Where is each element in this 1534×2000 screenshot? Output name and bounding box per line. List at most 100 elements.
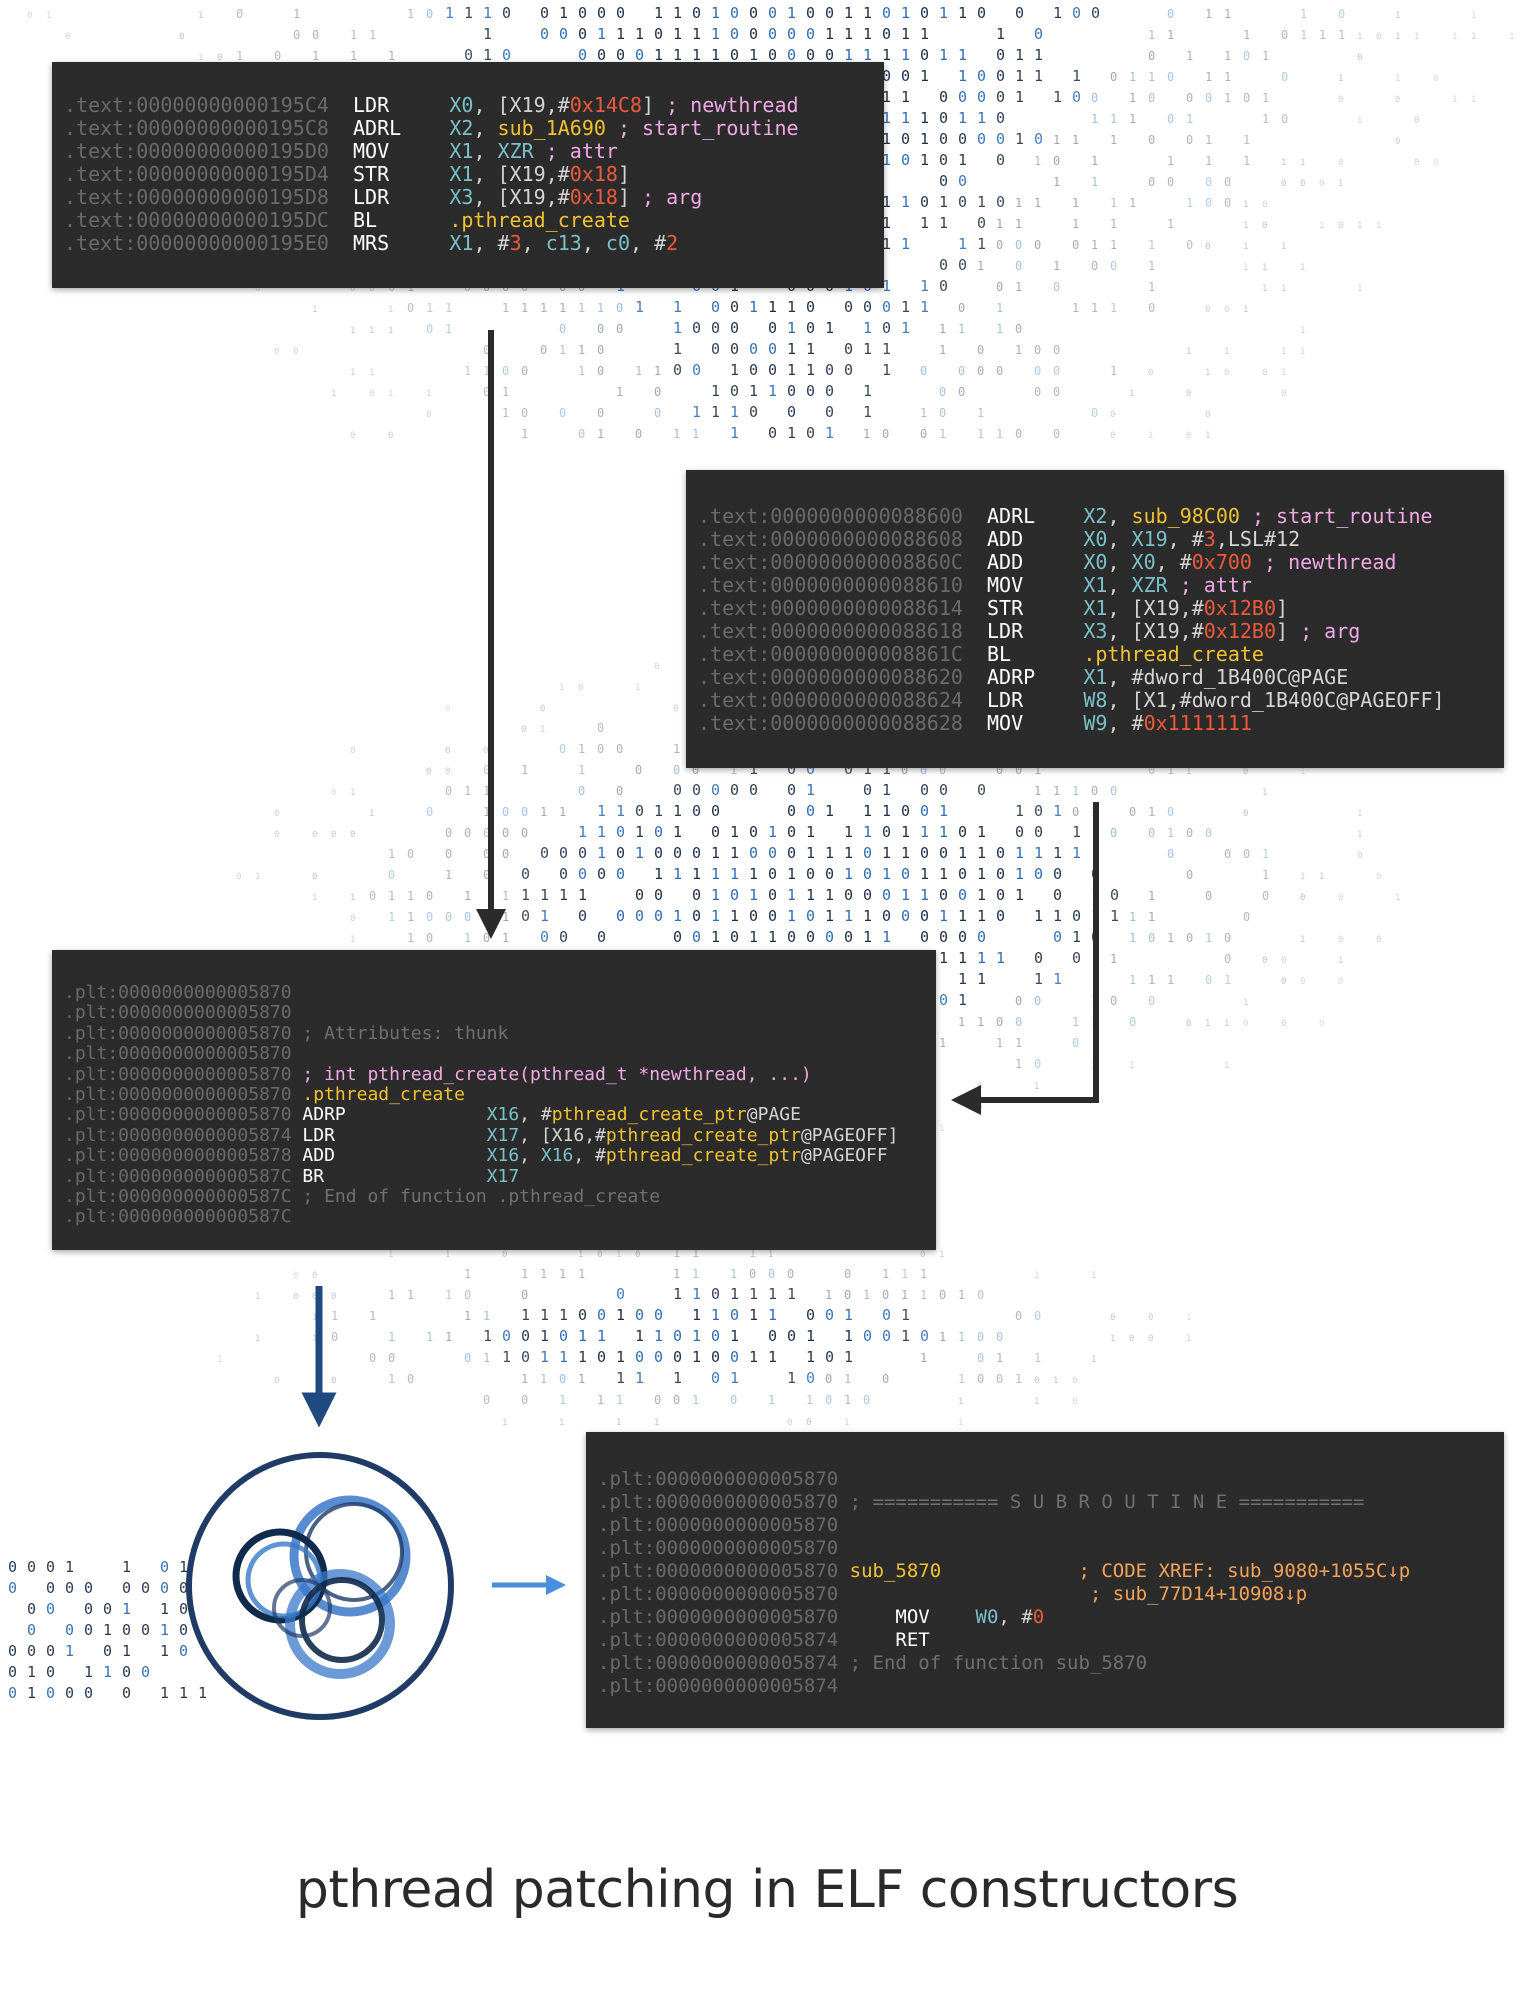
svg-text:0: 0 — [730, 340, 739, 358]
svg-text:0: 0 — [1300, 179, 1305, 189]
spacer — [963, 642, 987, 666]
svg-text:0: 0 — [1072, 907, 1081, 925]
svg-text:0: 0 — [616, 301, 623, 315]
svg-text:1: 1 — [787, 361, 796, 379]
svg-text:0: 0 — [901, 763, 908, 777]
svg-text:0: 0 — [920, 1250, 925, 1260]
svg-text:0: 0 — [312, 1292, 317, 1302]
svg-text:1: 1 — [616, 1393, 623, 1407]
svg-text:0: 0 — [1414, 116, 1419, 126]
svg-text:1: 1 — [1205, 431, 1210, 441]
svg-text:0: 0 — [711, 1327, 720, 1345]
svg-text:0: 0 — [616, 742, 623, 756]
svg-text:1: 1 — [1034, 784, 1041, 798]
code-line: .plt:0000000000005870 — [64, 1003, 899, 1023]
svg-text:0: 0 — [958, 193, 967, 211]
svg-text:0: 0 — [540, 4, 549, 22]
svg-text:1: 1 — [863, 319, 872, 337]
svg-text:0: 0 — [825, 4, 834, 22]
svg-text:0: 0 — [502, 1250, 507, 1260]
svg-text:1: 1 — [1034, 1397, 1039, 1407]
spacer — [292, 1186, 303, 1207]
svg-text:1: 1 — [958, 1397, 963, 1407]
svg-text:1: 1 — [806, 1393, 813, 1407]
svg-text:0: 0 — [1338, 977, 1343, 987]
svg-text:0: 0 — [844, 340, 853, 358]
svg-text:0: 0 — [901, 865, 910, 883]
svg-text:0: 0 — [1034, 949, 1043, 967]
svg-text:1: 1 — [920, 214, 929, 232]
svg-text:1: 1 — [863, 25, 872, 43]
code-line: .text:000000000008861C BL .pthread_creat… — [698, 643, 1445, 666]
svg-text:1: 1 — [958, 67, 967, 85]
svg-text:0: 0 — [711, 1348, 720, 1366]
spacer — [329, 231, 353, 255]
mnemonic: RET — [895, 1629, 930, 1651]
svg-text:1: 1 — [958, 322, 965, 336]
svg-text:1: 1 — [483, 364, 490, 378]
svg-text:0: 0 — [863, 886, 872, 904]
address: .plt:000000000000587C — [64, 1186, 292, 1208]
svg-text:1: 1 — [901, 1327, 910, 1345]
svg-text:0: 0 — [1034, 823, 1043, 841]
svg-text:1: 1 — [996, 217, 1003, 231]
svg-text:0: 0 — [730, 382, 739, 400]
svg-text:0: 0 — [1148, 1313, 1153, 1323]
svg-text:1: 1 — [901, 319, 910, 337]
svg-text:0: 0 — [863, 781, 872, 799]
svg-text:0: 0 — [996, 46, 1005, 64]
svg-text:1: 1 — [901, 235, 910, 253]
svg-text:1: 1 — [198, 11, 203, 21]
svg-text:0: 0 — [1186, 389, 1191, 399]
svg-text:1: 1 — [673, 907, 682, 925]
svg-text:1: 1 — [1319, 221, 1324, 231]
address: .plt:0000000000005870 — [598, 1560, 839, 1582]
mnemonic: LDR — [353, 185, 426, 209]
svg-text:1: 1 — [464, 1309, 471, 1323]
svg-text:0: 0 — [711, 1369, 720, 1387]
svg-text:0: 0 — [692, 844, 701, 862]
svg-text:0: 0 — [1243, 49, 1250, 63]
svg-text:0: 0 — [825, 1393, 832, 1407]
svg-text:0: 0 — [711, 319, 720, 337]
register: X0 — [1131, 550, 1156, 574]
svg-text:1: 1 — [578, 1372, 585, 1386]
svg-text:1: 1 — [483, 1351, 490, 1365]
svg-text:1: 1 — [616, 802, 625, 820]
svg-text:0: 0 — [1015, 1309, 1022, 1323]
svg-text:0: 0 — [502, 1327, 511, 1345]
svg-text:1: 1 — [350, 935, 355, 945]
comment: ; start_routine — [605, 116, 799, 140]
code-line: .text:00000000000195D0 MOV X1, XZR ; att… — [64, 140, 799, 163]
svg-text:1: 1 — [445, 4, 454, 22]
svg-text:1: 1 — [1091, 886, 1100, 904]
code-line: .text:00000000000195D4 STR X1, [X19,#0x1… — [64, 163, 799, 186]
svg-text:0: 0 — [1376, 935, 1381, 945]
svg-text:0: 0 — [46, 1558, 55, 1576]
svg-text:1: 1 — [46, 11, 51, 21]
svg-text:0: 0 — [46, 1684, 55, 1702]
svg-text:1: 1 — [1167, 28, 1174, 42]
svg-text:0: 0 — [1091, 865, 1100, 883]
svg-text:1: 1 — [1395, 11, 1400, 21]
svg-text:0: 0 — [331, 1376, 336, 1386]
svg-text:1: 1 — [597, 802, 606, 820]
svg-text:0: 0 — [369, 389, 374, 399]
svg-text:0: 0 — [350, 914, 355, 924]
mnemonic: LDR — [353, 93, 426, 117]
svg-text:0: 0 — [1338, 7, 1345, 21]
svg-text:0: 0 — [1110, 826, 1117, 840]
svg-text:1: 1 — [597, 823, 606, 841]
operand-text: , # — [519, 1104, 552, 1126]
comment: ; start_routine — [1239, 504, 1433, 528]
svg-text:0: 0 — [825, 403, 834, 421]
svg-text:0: 0 — [578, 25, 587, 43]
comment: ; newthread — [1251, 550, 1397, 574]
svg-text:0: 0 — [692, 907, 701, 925]
immediate-value: 2 — [666, 231, 679, 255]
operand-text: @PAGEOFF] — [800, 1124, 899, 1146]
svg-text:1: 1 — [1357, 116, 1362, 126]
operand-text: , — [521, 231, 546, 255]
svg-text:1: 1 — [844, 865, 853, 883]
mnemonic: STR — [353, 162, 426, 186]
